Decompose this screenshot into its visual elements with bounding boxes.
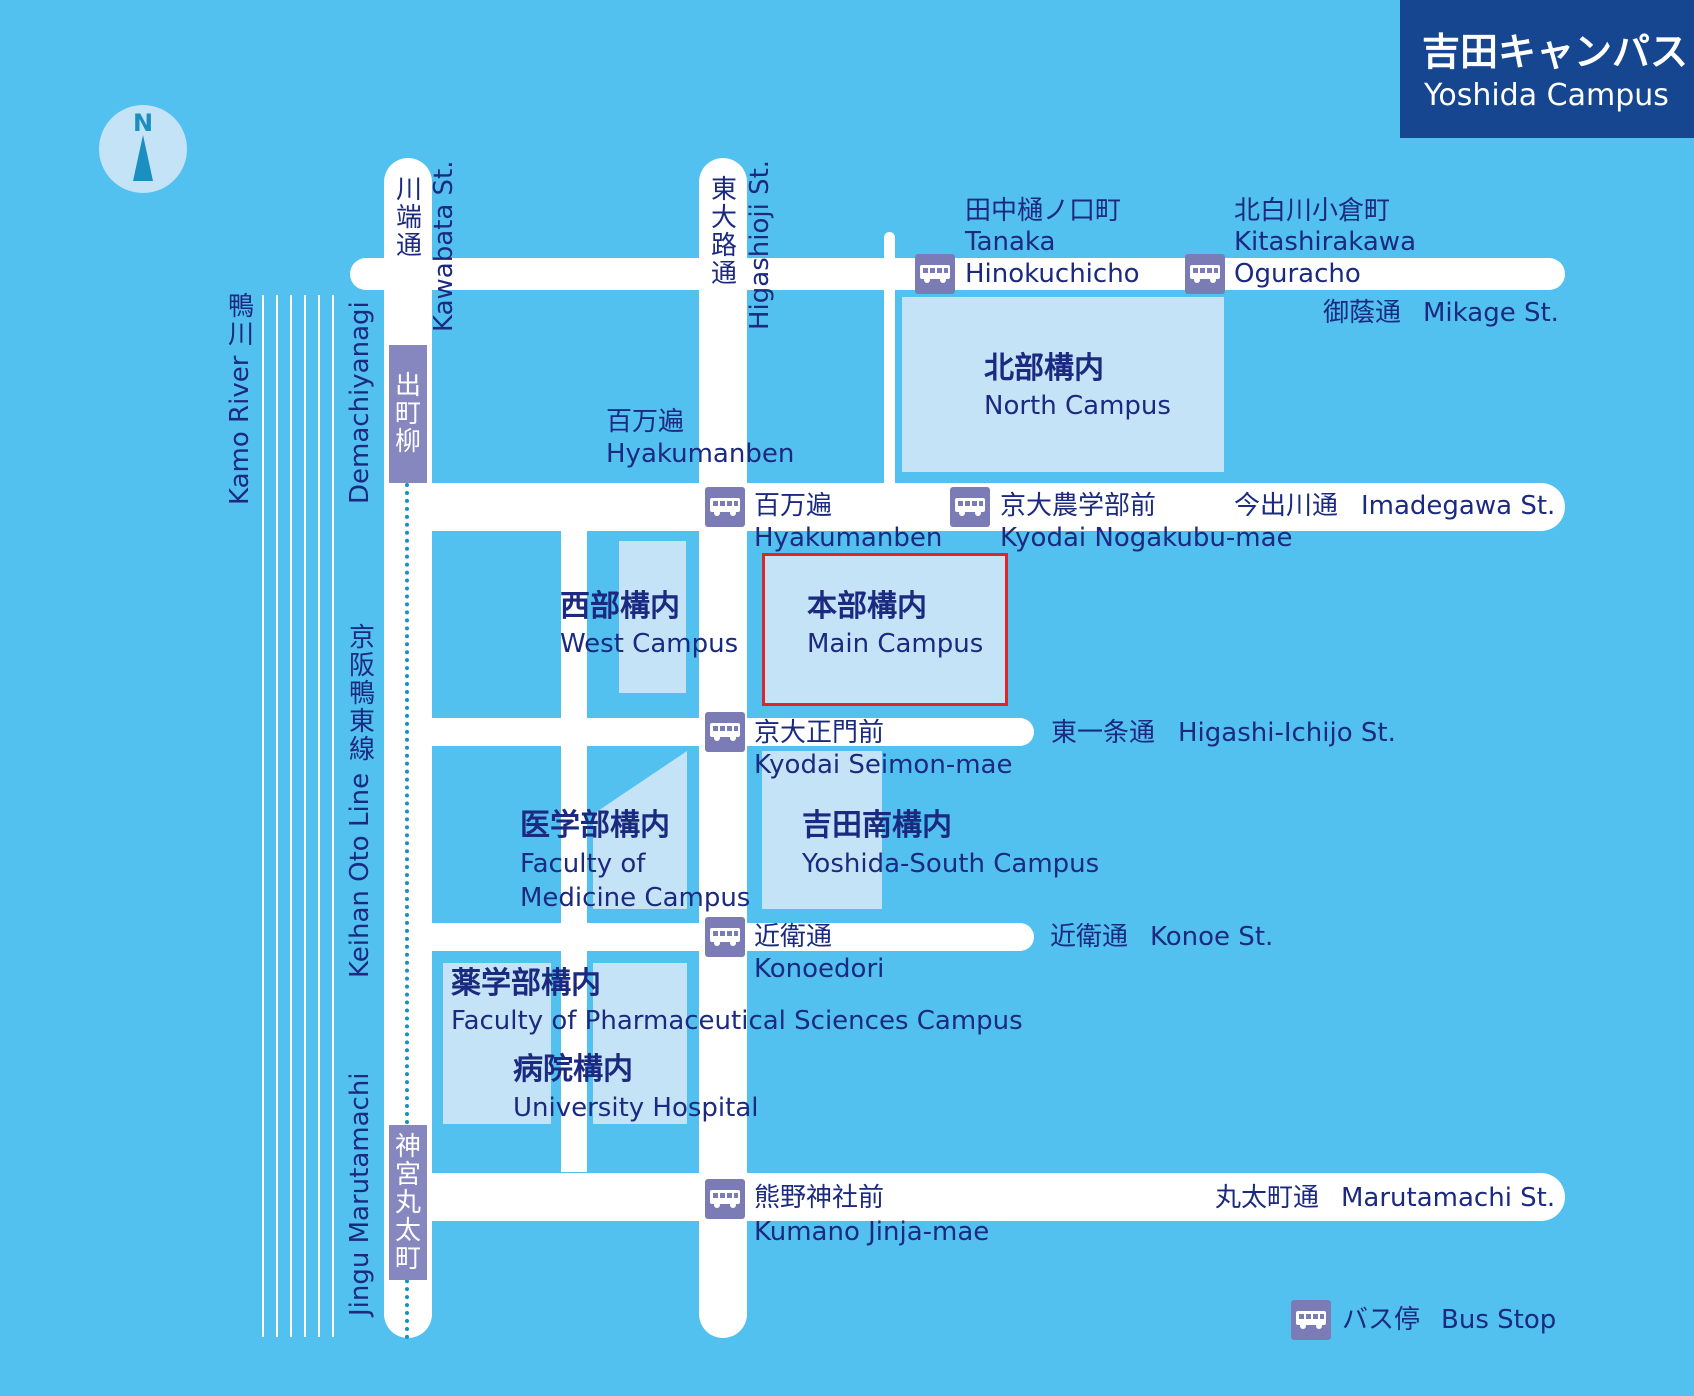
keihan-line-label-en: Keihan Oto Line — [345, 772, 375, 978]
busstop-konoedori-jp: 近衛通 — [754, 922, 833, 952]
street-marutamachi-jp: 丸太町通 — [1215, 1183, 1320, 1213]
campus-hospital-en: University Hospital — [513, 1093, 759, 1123]
campus-south-en: Yoshida-South Campus — [802, 849, 1100, 879]
higashioji-label-en: Higashioji St. — [745, 159, 775, 330]
campus-pharma-en: Faculty of Pharmaceutical Sciences Campu… — [451, 1006, 1023, 1036]
mikage-spur-road — [884, 232, 895, 490]
title-en: Yoshida Campus — [1424, 78, 1669, 113]
street-imadegawa-en: Imadegawa St. — [1361, 491, 1556, 521]
higashioji-label-jp: 東大路通 — [710, 175, 737, 289]
bus-icon[interactable] — [705, 712, 745, 752]
place-hyakumanben-jp: 百万遍 — [606, 407, 685, 437]
pharma-campus-area-left — [443, 963, 551, 1124]
campus-medicine-en2: Medicine Campus — [520, 883, 751, 913]
busstop-seimon-jp: 京大正門前 — [754, 718, 885, 748]
busstop-kitashirakawa-en2: Oguracho — [1234, 259, 1361, 289]
busstop-tanaka-en1: Tanaka — [965, 227, 1056, 257]
legend-jp: バス停 — [1342, 1305, 1421, 1335]
station-jingu-marutamachi[interactable]: 神宮丸太町 — [389, 1125, 427, 1280]
campus-west-jp: 西部構内 — [560, 589, 680, 624]
campus-main-en[interactable]: Main Campus — [807, 629, 984, 659]
campus-west-en: West Campus — [560, 629, 739, 659]
pharma-campus-area-right — [593, 963, 687, 1124]
busstop-tanaka-jp: 田中樋ノ口町 — [965, 196, 1122, 226]
bus-icon[interactable] — [1185, 254, 1225, 294]
north-arrow-icon: N — [99, 105, 187, 193]
busstop-kitashirakawa-en1: Kitashirakawa — [1234, 227, 1416, 257]
station-demachiyanagi[interactable]: 出町柳 — [389, 345, 427, 483]
campus-north-jp: 北部構内 — [984, 351, 1104, 386]
west-campus-area — [619, 541, 686, 693]
campus-pharma-jp: 薬学部構内 — [451, 966, 601, 1001]
keihan-line-label-jp: 京阪鴨東線 — [348, 623, 375, 765]
street-konoe-jp: 近衛通 — [1050, 922, 1129, 952]
jingu-marutamachi-label-en: Jingu Marutamachi — [345, 1072, 375, 1316]
busstop-hyakumanben-en: Hyakumanben — [754, 523, 943, 553]
campus-medicine-jp: 医学部構内 — [520, 808, 670, 843]
campus-main-jp[interactable]: 本部構内 — [807, 589, 927, 624]
busstop-seimon-en: Kyodai Seimon-mae — [754, 750, 1013, 780]
street-marutamachi-en: Marutamachi St. — [1341, 1183, 1556, 1213]
street-konoe-en: Konoe St. — [1150, 922, 1274, 952]
busstop-kumano-jp: 熊野神社前 — [754, 1183, 885, 1213]
kawabata-label-jp: 川端通 — [395, 175, 422, 261]
street-imadegawa-jp: 今出川通 — [1234, 491, 1339, 521]
mikage-road — [350, 258, 1565, 290]
kawabata-label-en: Kawabata St. — [429, 160, 459, 332]
busstop-tanaka-en2: Hinokuchicho — [965, 259, 1140, 289]
busstop-nogakubu-en: Kyodai Nogakubu-mae — [1000, 523, 1293, 553]
bus-icon[interactable] — [705, 487, 745, 527]
main-campus-area — [762, 555, 1006, 703]
campus-north-en: North Campus — [984, 391, 1171, 421]
busstop-hyakumanben-jp: 百万遍 — [754, 491, 833, 521]
street-mikage-jp: 御蔭通 — [1323, 298, 1402, 328]
place-hyakumanben-en: Hyakumanben — [606, 439, 795, 469]
main-campus-highlight — [762, 553, 1008, 706]
river-label-jp: 鴨川 — [227, 292, 254, 350]
north-campus-area — [902, 297, 1224, 472]
campus-medicine-en1: Faculty of — [520, 849, 646, 879]
bus-icon[interactable] — [705, 1179, 745, 1219]
campus-south-jp: 吉田南構内 — [802, 808, 952, 843]
title-box: 吉田キャンパス Yoshida Campus — [1400, 0, 1694, 138]
street-higashi-ichijo-en: Higashi-Ichijo St. — [1178, 718, 1396, 748]
south-campus-area — [762, 751, 882, 909]
street-mikage-en: Mikage St. — [1423, 298, 1559, 328]
title-jp: 吉田キャンパス — [1422, 30, 1689, 74]
river-label-en: Kamo River — [225, 355, 255, 505]
block-divider-road-1 — [561, 528, 587, 1172]
bus-icon[interactable] — [705, 917, 745, 957]
bus-icon[interactable] — [950, 487, 990, 527]
busstop-konoedori-en: Konoedori — [754, 954, 885, 984]
bus-icon[interactable] — [915, 254, 955, 294]
busstop-kitashirakawa-jp: 北白川小倉町 — [1234, 196, 1391, 226]
busstop-kumano-en: Kumano Jinja-mae — [754, 1217, 990, 1247]
bus-icon — [1291, 1300, 1331, 1340]
keihan-rail-line — [405, 483, 409, 1340]
busstop-nogakubu-jp: 京大農学部前 — [1000, 491, 1157, 521]
campus-hospital-jp: 病院構内 — [513, 1052, 633, 1087]
street-higashi-ichijo-jp: 東一条通 — [1051, 718, 1156, 748]
demachiyanagi-label-en: Demachiyanagi — [345, 301, 375, 504]
marutamachi-road — [384, 1173, 1565, 1221]
legend-en: Bus Stop — [1441, 1305, 1557, 1335]
